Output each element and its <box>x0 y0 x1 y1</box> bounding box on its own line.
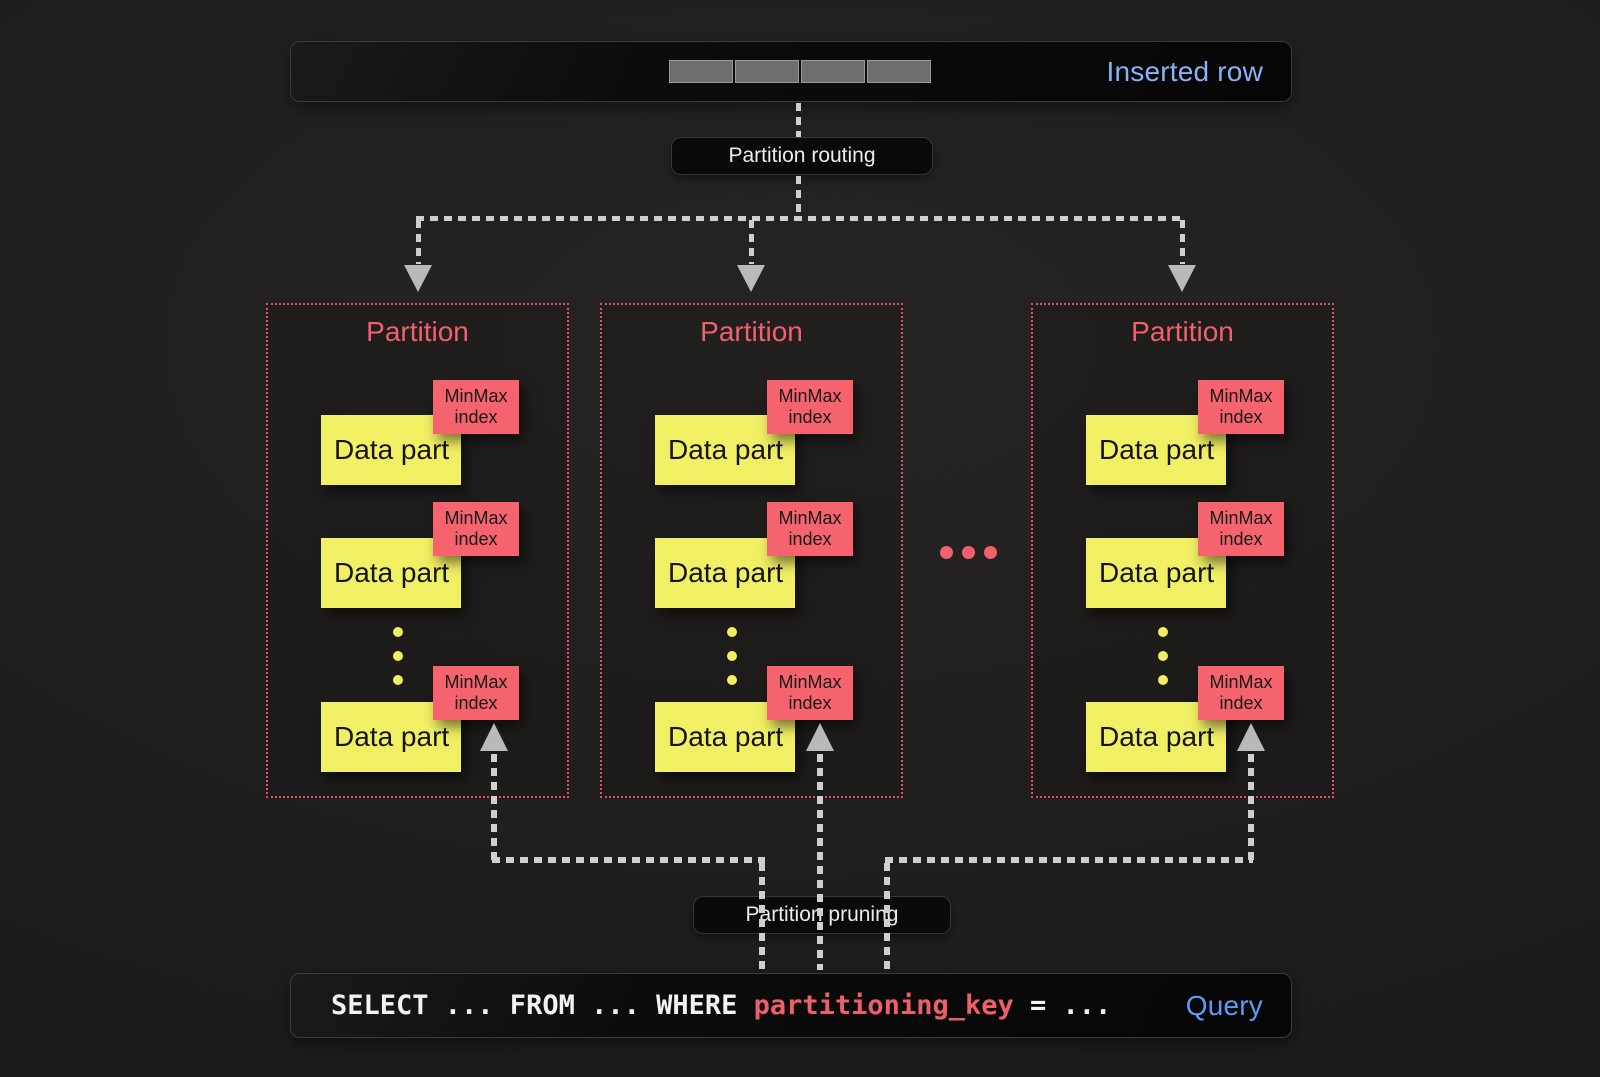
minmax-index-box: MinMax index <box>1198 380 1284 434</box>
partition-routing-label: Partition routing <box>728 144 876 167</box>
arrow-down-icon <box>1168 265 1196 292</box>
partition-title: Partition <box>366 316 469 347</box>
row-cell <box>801 60 865 83</box>
data-part-box: Data part <box>321 702 461 772</box>
sql-suffix: = ... <box>1013 990 1112 1021</box>
row-cell <box>669 60 733 83</box>
minmax-index-box: MinMax index <box>767 666 853 720</box>
minmax-index-box: MinMax index <box>1198 666 1284 720</box>
row-cell <box>735 60 799 83</box>
routing-drop-line-1 <box>416 220 421 264</box>
arrow-up-icon <box>480 723 508 751</box>
pruning-riser-line-left <box>759 863 765 970</box>
partition-box: Partition MinMax index Data part MinMax … <box>600 303 903 798</box>
pruning-collector-line-left <box>492 857 765 863</box>
inserted-row-cells <box>669 60 931 83</box>
routing-drop-line-2 <box>749 220 754 264</box>
routing-feed-line-bottom <box>796 176 801 216</box>
pruning-tail-line-3 <box>1248 754 1254 860</box>
row-cell <box>867 60 931 83</box>
pruning-tail-line-1 <box>491 754 497 860</box>
arrow-up-icon <box>1237 723 1265 751</box>
arrow-down-icon <box>737 265 765 292</box>
sql-partitioning-key: partitioning_key <box>753 990 1014 1021</box>
minmax-index-box: MinMax index <box>1198 502 1284 556</box>
partition-title: Partition <box>1131 316 1234 347</box>
more-partitions-ellipsis <box>940 546 997 559</box>
partition-title: Partition <box>700 316 803 347</box>
query-panel: SELECT ... FROM ... WHERE partitioning_k… <box>290 973 1292 1038</box>
partition-routing-tag: Partition routing <box>672 138 932 174</box>
routing-drop-line-3 <box>1180 220 1185 264</box>
arrow-down-icon <box>404 265 432 292</box>
minmax-index-box: MinMax index <box>767 502 853 556</box>
more-data-parts-dots <box>1158 627 1168 685</box>
pruning-collector-line-right <box>885 857 1253 863</box>
data-part-box: Data part <box>1086 702 1226 772</box>
partition-box: Partition MinMax index Data part MinMax … <box>1031 303 1334 798</box>
more-data-parts-dots <box>393 627 403 685</box>
inserted-row-panel: Inserted row <box>290 41 1292 102</box>
arrow-up-icon <box>806 723 834 751</box>
sql-text: SELECT ... FROM ... WHERE partitioning_k… <box>331 974 1111 1037</box>
more-data-parts-dots <box>727 627 737 685</box>
pruning-tail-line-2 <box>817 754 823 970</box>
pruning-riser-line-right <box>884 863 890 970</box>
routing-branch-line <box>416 216 1186 221</box>
minmax-index-box: MinMax index <box>433 666 519 720</box>
minmax-index-box: MinMax index <box>433 502 519 556</box>
query-label: Query <box>1185 989 1263 1021</box>
minmax-index-box: MinMax index <box>767 380 853 434</box>
inserted-row-label: Inserted row <box>1106 55 1263 87</box>
minmax-index-box: MinMax index <box>433 380 519 434</box>
data-part-box: Data part <box>321 538 461 608</box>
partition-box: Partition MinMax index Data part MinMax … <box>266 303 569 798</box>
sql-prefix: SELECT ... FROM ... WHERE <box>331 990 754 1021</box>
data-part-box: Data part <box>1086 538 1226 608</box>
routing-feed-line-top <box>796 103 801 137</box>
